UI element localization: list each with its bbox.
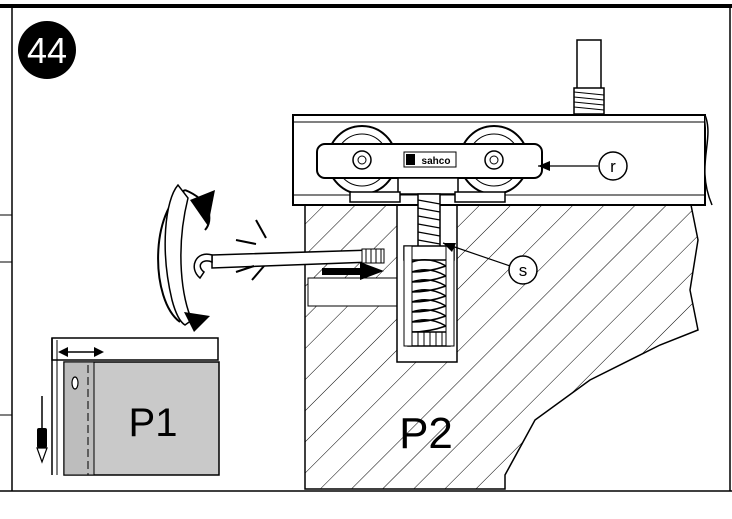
rotation-arrow-icon <box>157 183 215 332</box>
panel-p1-label: P1 <box>129 401 178 445</box>
screwdriver-icon <box>36 396 48 464</box>
callout-s: s <box>442 242 538 285</box>
step-number: 44 <box>27 30 67 71</box>
callout-r-label: r <box>610 157 616 176</box>
panel-p2-label: P2 <box>399 409 453 458</box>
callout-r: r <box>538 151 628 181</box>
double-arrow-icon <box>58 347 104 357</box>
push-arrow-icon <box>322 262 384 280</box>
panel-p2: P2 <box>304 199 699 490</box>
hex-key-icon <box>193 219 385 281</box>
frame <box>0 4 732 492</box>
step-badge: 44 <box>18 21 76 79</box>
brand-label: sahco <box>422 156 451 167</box>
roller-carriage: sahco <box>316 125 543 203</box>
callout-s-label: s <box>519 261 528 280</box>
panel-p1: P1 <box>51 337 220 476</box>
